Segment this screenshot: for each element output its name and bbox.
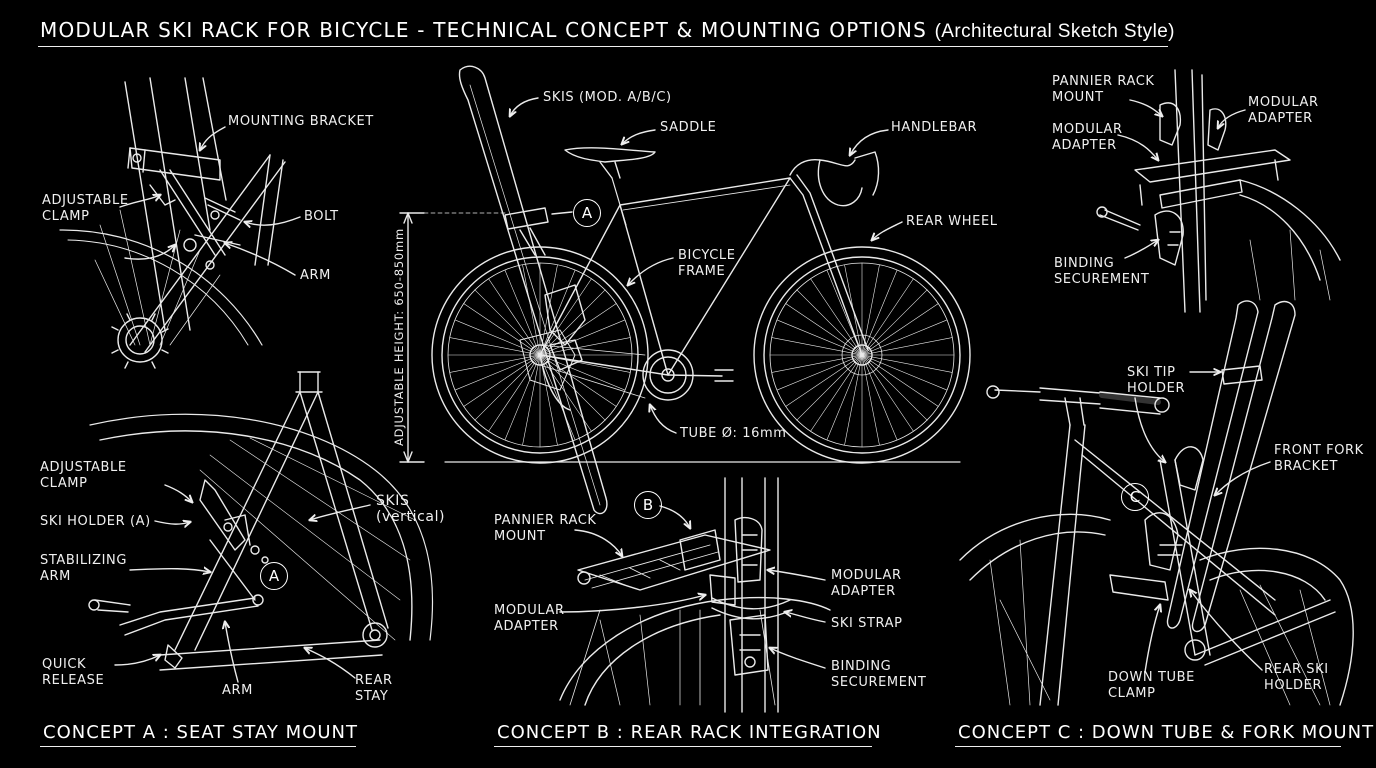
concept-b-detail — [560, 478, 830, 712]
label-rear-ski-holder: REAR SKI HOLDER — [1264, 662, 1329, 693]
label-modular-adapter-b-left: MODULAR ADAPTER — [494, 603, 565, 634]
label-bicycle-frame: BICYCLE FRAME — [678, 248, 736, 279]
page-title: MODULAR SKI RACK FOR BICYCLE - TECHNICAL… — [40, 18, 1175, 43]
concept-b-upper-detail — [1097, 70, 1340, 312]
label-skis-mod: SKIS (MOD. A/B/C) — [543, 90, 672, 105]
label-pannier-rack-mount-top: PANNIER RACK MOUNT — [1052, 74, 1155, 105]
label-modular-adapter-top-left: MODULAR ADAPTER — [1052, 122, 1123, 153]
label-tube-diameter: TUBE Ø: 16mm — [680, 426, 787, 441]
label-arm-top: ARM — [300, 268, 331, 283]
heading-concept-a-underline — [40, 746, 356, 747]
heading-concept-c: CONCEPT C : DOWN TUBE & FORK MOUNT — [958, 722, 1375, 743]
title-style-note: (Architectural Sketch Style) — [934, 21, 1175, 42]
label-modular-adapter-top-right: MODULAR ADAPTER — [1248, 95, 1319, 126]
concept-c-detail — [960, 301, 1353, 705]
label-mounting-bracket: MOUNTING BRACKET — [228, 114, 374, 129]
heading-concept-c-underline — [955, 746, 1341, 747]
label-rear-stay: REAR STAY — [355, 673, 393, 704]
marker-b: B — [634, 491, 662, 519]
label-arm: ARM — [222, 683, 253, 698]
label-skis-vertical: SKIS (vertical) — [376, 493, 446, 525]
marker-a-lower: A — [260, 562, 288, 590]
label-saddle: SADDLE — [660, 120, 717, 135]
label-adjustable-clamp-top: ADJUSTABLE CLAMP — [42, 193, 129, 224]
label-ski-holder: SKI HOLDER (A) — [40, 514, 151, 529]
marker-a-main: A — [573, 199, 601, 227]
label-front-fork-bracket: FRONT FORK BRACKET — [1274, 443, 1364, 474]
heading-concept-b-underline — [494, 746, 872, 747]
label-handlebar: HANDLEBAR — [891, 120, 978, 135]
heading-concept-b: CONCEPT B : REAR RACK INTEGRATION — [497, 722, 882, 743]
label-modular-adapter-b-right: MODULAR ADAPTER — [831, 568, 902, 599]
label-quick-release: QUICK RELEASE — [42, 657, 105, 688]
label-down-tube-clamp: DOWN TUBE CLAMP — [1108, 670, 1195, 701]
heading-concept-a: CONCEPT A : SEAT STAY MOUNT — [43, 722, 358, 743]
concept-a-lower-detail — [89, 372, 433, 682]
label-rear-wheel: REAR WHEEL — [906, 214, 998, 229]
label-adjustable-height: ADJUSTABLE HEIGHT: 650-850mm — [392, 227, 406, 446]
label-pannier-rack-mount: PANNIER RACK MOUNT — [494, 513, 597, 544]
front-wheel-main — [754, 247, 970, 463]
label-bolt: BOLT — [304, 209, 339, 224]
title-underline — [38, 46, 1168, 47]
label-ski-tip-holder: SKI TIP HOLDER — [1127, 365, 1186, 396]
main-bicycle-drawing — [400, 66, 970, 513]
label-stabilizing-arm: STABILIZING ARM — [40, 553, 128, 584]
label-ski-strap: SKI STRAP — [831, 616, 903, 631]
label-binding-securement-b: BINDING SECUREMENT — [831, 659, 927, 690]
label-binding-securement-top: BINDING SECUREMENT — [1054, 256, 1150, 287]
title-main: MODULAR SKI RACK FOR BICYCLE - TECHNICAL… — [40, 18, 927, 42]
concept-a-upper-detail — [60, 78, 300, 368]
label-adjustable-clamp: ADJUSTABLE CLAMP — [40, 460, 127, 491]
marker-c: C — [1121, 483, 1149, 511]
